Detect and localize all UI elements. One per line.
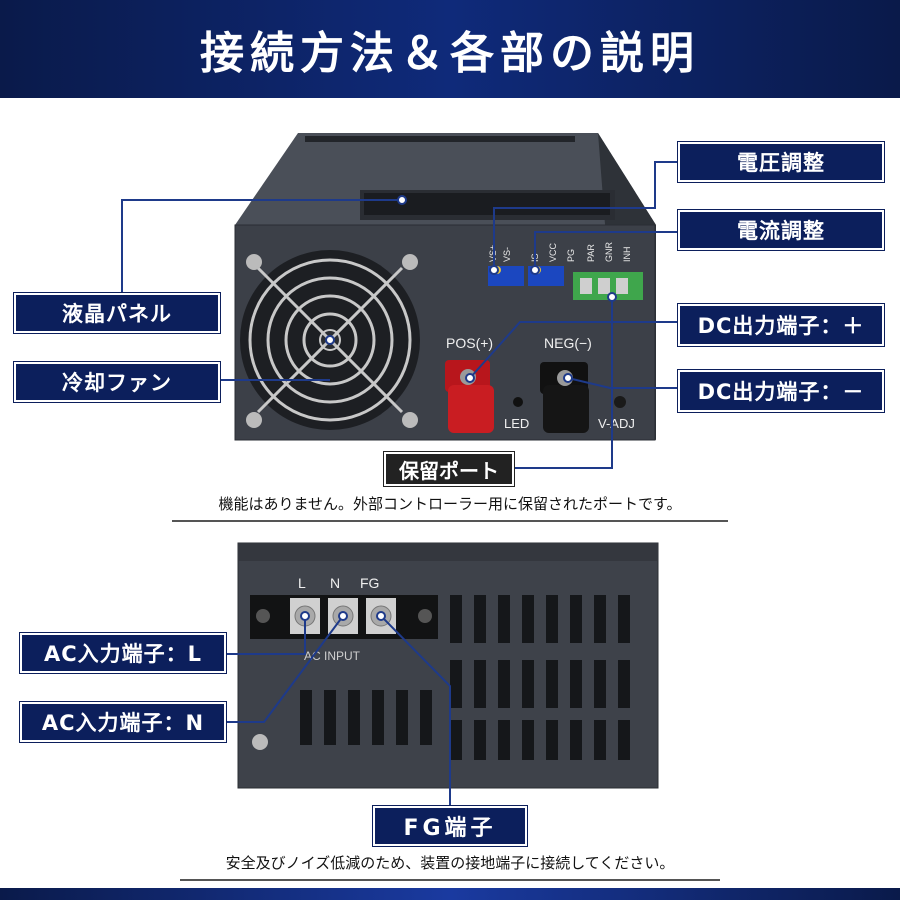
label-fg-terminal: FG端子 — [372, 805, 528, 847]
ac-input-text: AC INPUT — [304, 649, 361, 663]
label-reserved-port: 保留ポート — [383, 451, 515, 487]
label-voltage-adjust: 電圧調整 — [677, 141, 885, 183]
label-ac-input-n: AC入力端子：N — [19, 701, 227, 743]
label-dc-output-negative: DC出力端子：－ — [677, 369, 885, 413]
footer-bar — [0, 888, 900, 900]
label-current-adjust: 電流調整 — [677, 209, 885, 251]
label-ac-input-l: AC入力端子：L — [19, 632, 227, 674]
bottom-device-illustration: L N FG AC INPUT — [224, 542, 659, 806]
label-dc-output-positive: DC出力端子：＋ — [677, 303, 885, 347]
terminal-label: PAR — [586, 244, 596, 262]
vadj-text: V-ADJ — [598, 416, 635, 431]
terminal-letter-n: N — [330, 575, 340, 591]
led-text: LED — [504, 416, 529, 431]
terminal-label: PG — [566, 249, 576, 262]
neg-text: NEG(−) — [544, 335, 592, 351]
pos-text: POS(+) — [446, 335, 493, 351]
terminal-label: INH — [622, 247, 632, 263]
terminal-label: GNR — [604, 242, 614, 263]
top-device-illustration: VS+ VS- IS VCC PG PAR GNR INH POS(+) NEG… — [121, 133, 690, 469]
header-banner: 接続方法＆各部の説明 — [0, 0, 900, 98]
fg-terminal-description: 安全及びノイズ低減のため、装置の接地端子に接続してください。 — [180, 852, 720, 881]
label-lcd-panel: 液晶パネル — [13, 292, 221, 334]
terminal-label: VCC — [548, 242, 558, 262]
page-title: 接続方法＆各部の説明 — [200, 28, 700, 79]
reserved-port-description: 機能はありません。外部コントローラー用に保留されたポートです。 — [172, 493, 728, 522]
terminal-letter-fg: FG — [360, 575, 379, 591]
terminal-letter-l: L — [298, 575, 306, 591]
label-cooling-fan: 冷却ファン — [13, 361, 221, 403]
terminal-label: VS- — [502, 247, 512, 262]
